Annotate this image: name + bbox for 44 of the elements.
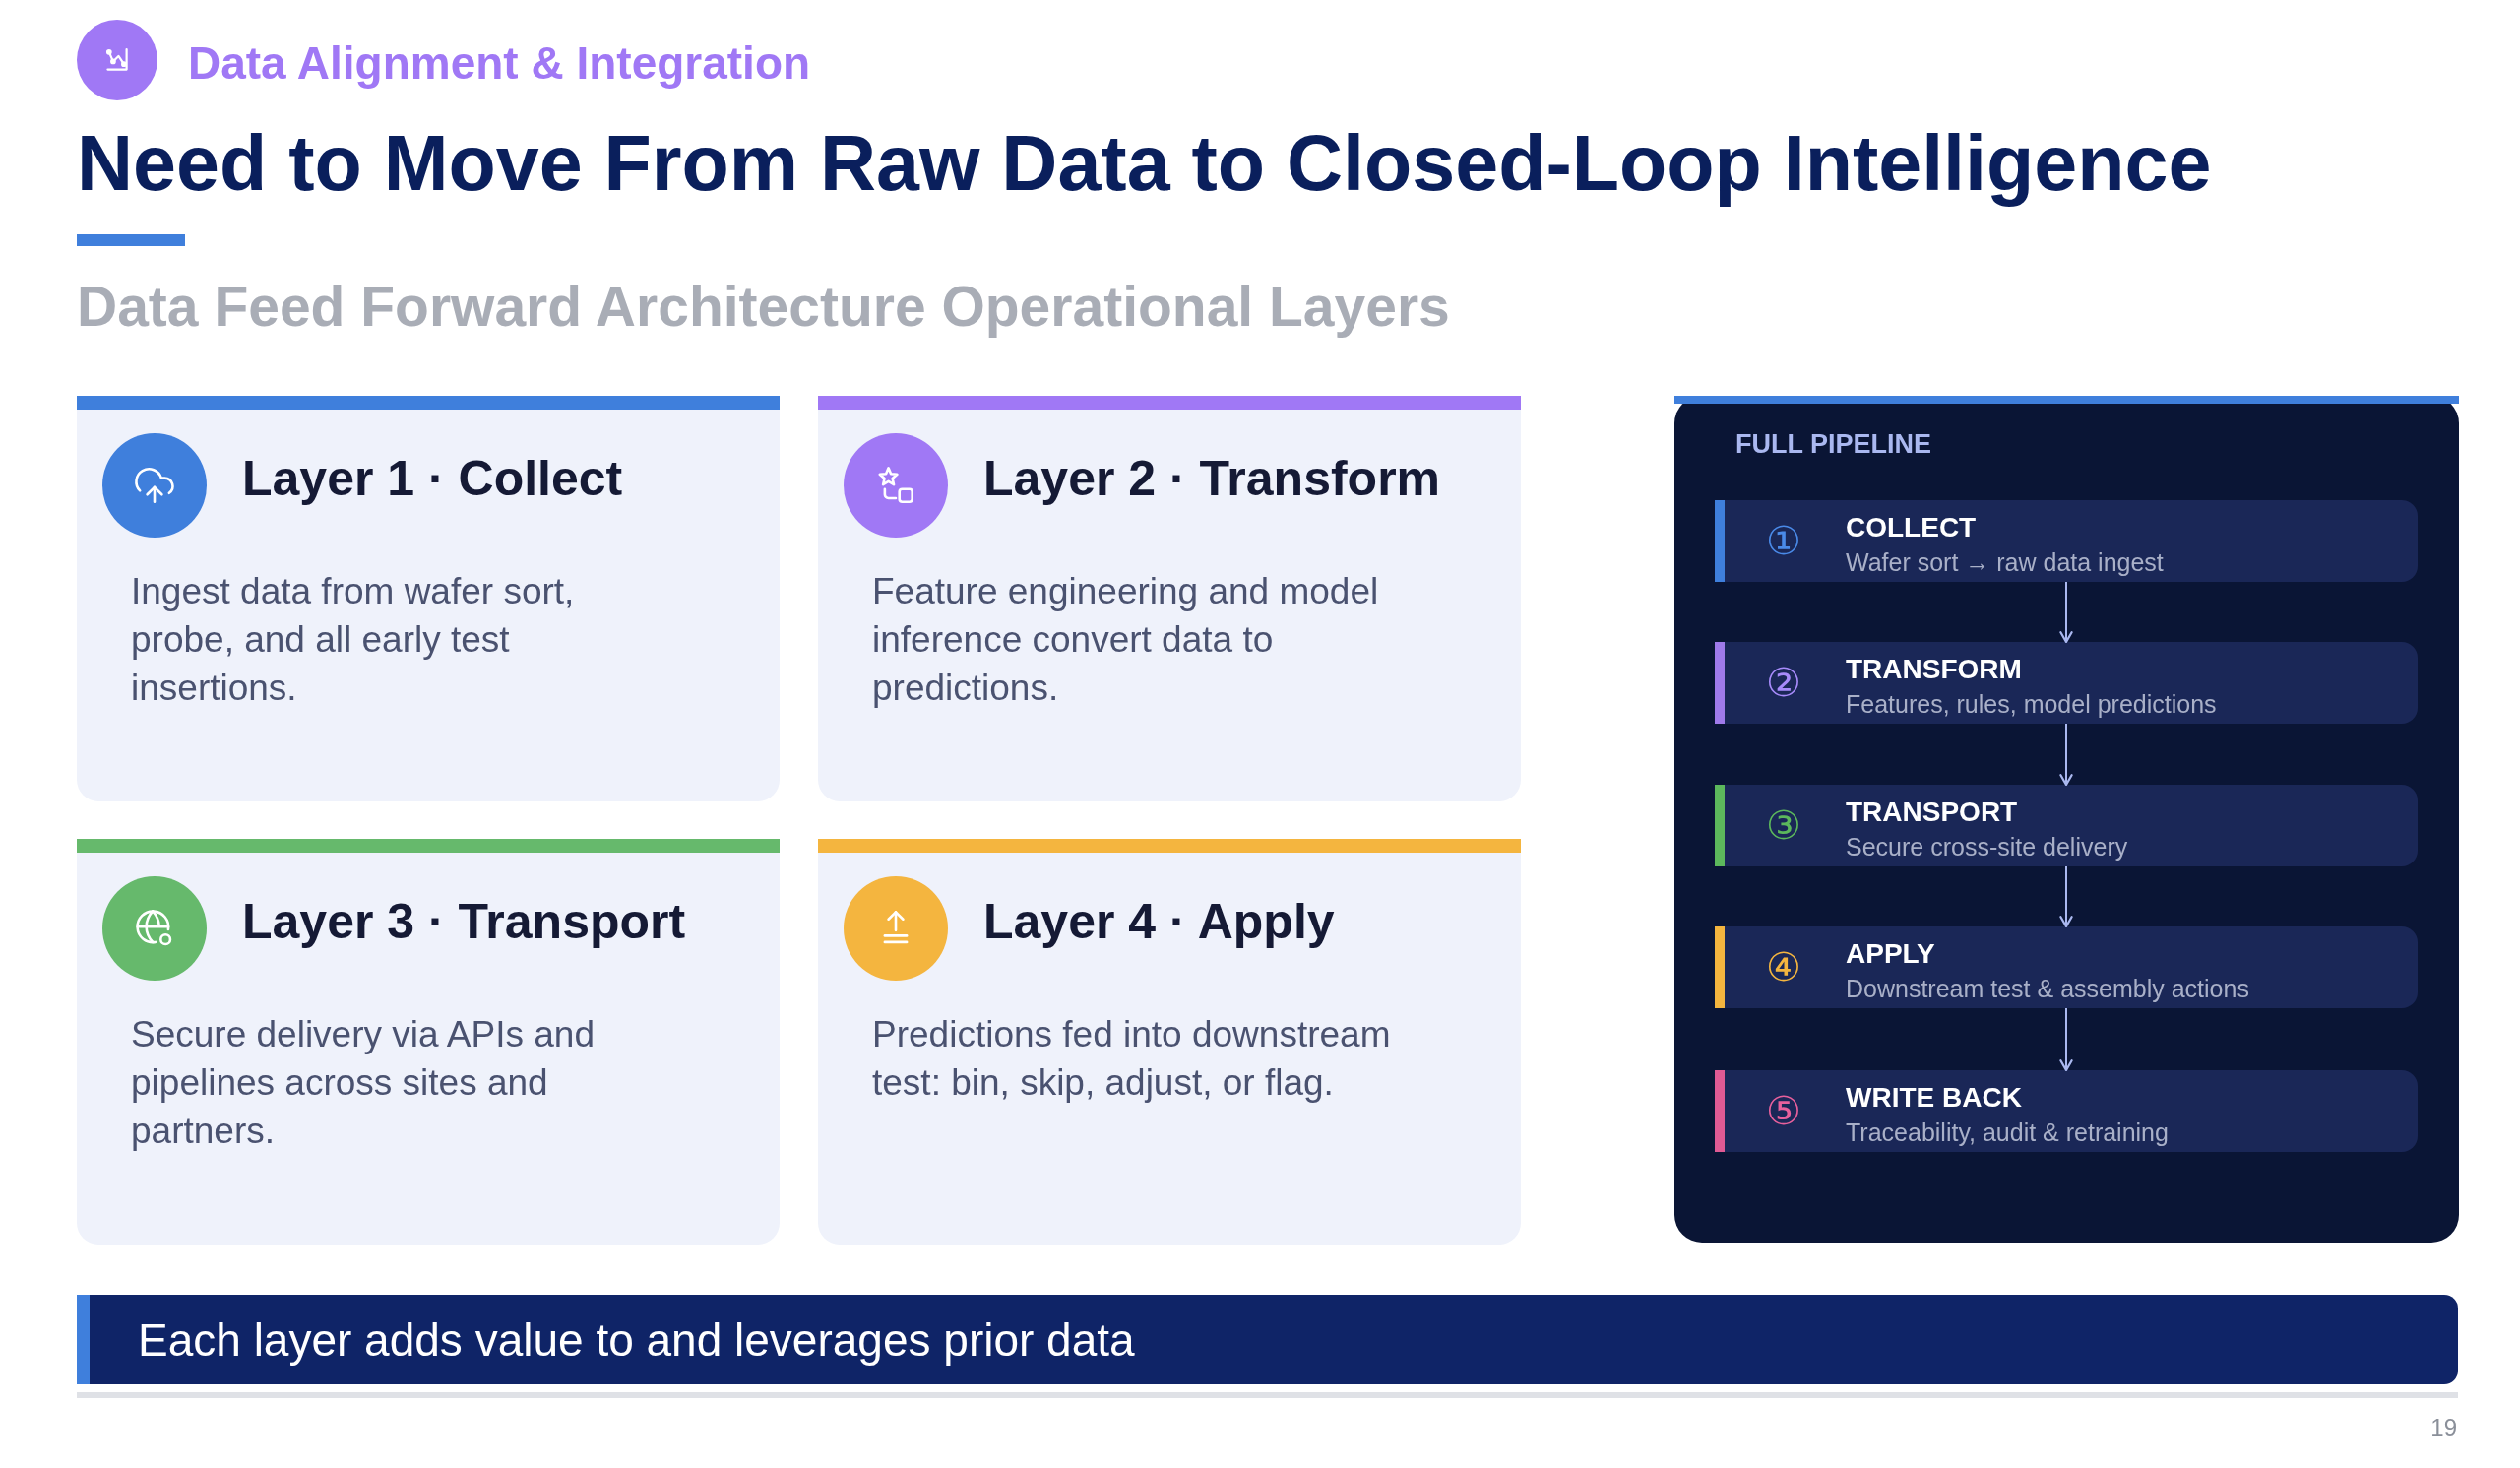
card-title: Layer 4 · Apply [983, 893, 1335, 951]
step-title: APPLY [1846, 937, 1935, 971]
card-description: Feature engineering and model inference convert data to predictions. [872, 570, 1380, 710]
step-description: Downstream test & assembly actions [1846, 974, 2249, 1003]
pipeline-step [1715, 926, 2418, 1008]
page-title: Need to Move From Raw Data to Closed-Loop Intelligence [77, 118, 2212, 209]
step-title: WRITE BACK [1846, 1081, 2022, 1115]
step-number: ③ [1766, 802, 1801, 848]
step-number: ⑤ [1766, 1088, 1801, 1133]
card-title: Layer 1 · Collect [242, 450, 623, 508]
layer-card [77, 839, 780, 1245]
pipeline-panel [1674, 396, 2459, 1243]
step-number: ② [1766, 660, 1801, 705]
pipeline-step [1715, 642, 2418, 724]
arrow [2059, 581, 2073, 644]
card-title: Layer 3 · Transport [242, 893, 686, 951]
card-description: Predictions fed into downstream test: bin, skip, adjust, or flag. [872, 1013, 1392, 1105]
step-number: ① [1766, 518, 1801, 563]
pipeline-step [1715, 500, 2418, 582]
layer-card [77, 396, 780, 801]
layer-card [818, 839, 1521, 1245]
section-kicker: Data Alignment & Integration [188, 36, 811, 91]
step-title: TRANSPORT [1846, 796, 2018, 829]
step-description: Wafer sort → raw data ingest [1846, 547, 2164, 577]
arrow [2059, 1007, 2073, 1072]
step-description: Traceability, audit & retraining [1846, 1117, 2169, 1147]
subtitle: Data Feed Forward Architecture Operational Layers [77, 274, 1450, 339]
arrow [2059, 865, 2073, 928]
pipeline-step [1715, 1070, 2418, 1152]
step-number: ④ [1766, 944, 1801, 989]
card-title: Layer 2 · Transform [983, 450, 1441, 508]
panel-heading: FULL PIPELINE [1735, 428, 1932, 461]
banner-text: Each layer adds value to and leverages prior data [138, 1312, 1135, 1368]
page-number: 19 [2430, 1413, 2457, 1442]
step-title: COLLECT [1846, 511, 1977, 544]
layer-card [818, 396, 1521, 801]
arrow [2059, 723, 2073, 787]
step-description: Secure cross-site delivery [1846, 832, 2128, 862]
step-description: Features, rules, model predictions [1846, 689, 2217, 719]
card-description: Secure delivery via APIs and pipelines across sites and partners. [131, 1013, 596, 1153]
pipeline-step [1715, 785, 2418, 866]
card-description: Ingest data from wafer sort, probe, and all early test insertions. [131, 570, 576, 710]
summary-banner [77, 1295, 2458, 1384]
step-title: TRANSFORM [1846, 653, 2022, 686]
